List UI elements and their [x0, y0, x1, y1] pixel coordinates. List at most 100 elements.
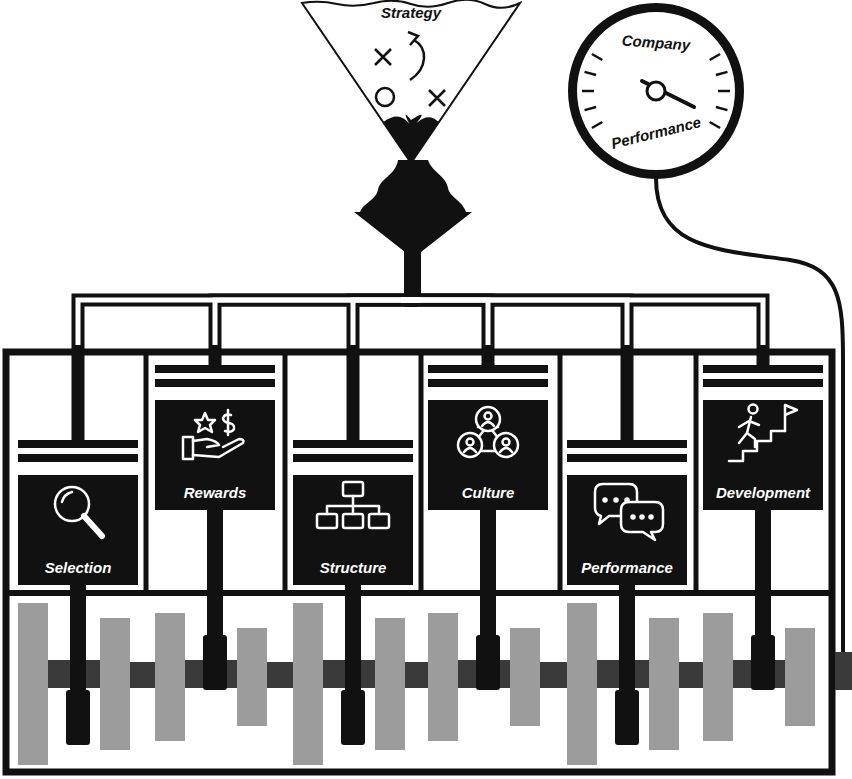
piston-ring	[428, 365, 548, 373]
counterweight	[510, 628, 540, 726]
cylinder-wall	[283, 352, 288, 593]
piston-ring	[18, 440, 138, 448]
counterweight	[18, 603, 48, 765]
cylinder-wall	[694, 352, 699, 593]
intake-pipe	[411, 162, 763, 365]
cylinder-wall	[144, 352, 149, 593]
counterweight	[785, 628, 815, 726]
rod-cap	[203, 635, 227, 690]
gauge-tick	[592, 122, 602, 128]
play-o	[376, 88, 394, 106]
piston-label: Culture	[428, 484, 548, 501]
piston-ring	[567, 454, 687, 462]
piston-ring	[18, 454, 138, 462]
strategy-melt	[383, 115, 438, 163]
gauge-tick	[710, 122, 720, 128]
intake-pipe	[215, 162, 411, 365]
counterweight	[293, 603, 323, 765]
piston-icon	[595, 484, 663, 540]
cylinder-wall	[419, 352, 424, 593]
piston-label: Rewards	[155, 484, 275, 501]
piston-ring	[293, 454, 413, 462]
main-shaft	[540, 662, 567, 688]
gauge-hub	[647, 82, 665, 100]
piston-head: Structure	[293, 440, 413, 585]
engine-block	[6, 352, 832, 772]
piston-icon	[317, 482, 389, 528]
piston-ring	[293, 440, 413, 448]
piston-label: Performance	[567, 559, 687, 576]
cylinder-wall	[558, 352, 563, 593]
intake-pipe	[411, 162, 488, 365]
counterweight	[649, 618, 679, 750]
counterweight	[100, 618, 130, 750]
counterweight	[567, 603, 597, 765]
play-arrowhead	[408, 32, 418, 45]
counterweight	[237, 628, 267, 726]
output-shaft	[835, 652, 852, 690]
main-shaft	[267, 662, 293, 688]
gauge-tick	[585, 72, 597, 75]
gauge-tick	[710, 54, 720, 60]
piston-body	[703, 400, 823, 510]
piston-body	[18, 475, 138, 585]
piston-head: Development	[703, 365, 823, 510]
gauge-tick	[585, 107, 597, 110]
pipe-bore	[401, 300, 627, 345]
piston-head: Performance	[567, 440, 687, 585]
piston-ring	[428, 379, 548, 387]
piston-body	[293, 475, 413, 585]
pipe-bore	[401, 300, 488, 345]
piston-ring	[155, 365, 275, 373]
piston-body	[155, 400, 275, 510]
play-x	[429, 90, 445, 106]
gauge-label: Company	[577, 29, 736, 57]
strategy-playbook: Strategy	[300, 0, 522, 165]
piston-ring	[155, 379, 275, 387]
play-arrow	[410, 40, 424, 80]
piston-icon	[183, 410, 244, 459]
pipe-bore	[215, 300, 421, 345]
play-x	[375, 49, 391, 65]
gauge-label: Performance	[577, 105, 734, 160]
performance-gauge: CompanyPerformance	[568, 3, 744, 179]
counterweight	[703, 613, 733, 741]
rod-cap	[615, 690, 639, 745]
counterweight	[155, 613, 185, 741]
gauge-tick	[716, 72, 728, 75]
piston-ring	[703, 365, 823, 373]
rod-cap	[341, 690, 365, 745]
counterweight	[428, 613, 458, 741]
gauge-tick	[718, 90, 730, 93]
piston-head: Rewards	[155, 365, 275, 510]
piston-body	[567, 475, 687, 585]
piston-ring	[703, 379, 823, 387]
piston-body	[428, 400, 548, 510]
piston-icon	[458, 407, 518, 457]
rod-cap	[66, 690, 90, 745]
rod-cap	[751, 635, 775, 690]
main-shaft	[679, 662, 703, 688]
gauge-tick	[592, 54, 602, 60]
piston-label: Selection	[18, 559, 138, 576]
gauge-tick	[716, 107, 728, 110]
strategy-title: Strategy	[300, 4, 522, 21]
piston-ring	[567, 440, 687, 448]
piston-icon	[729, 405, 797, 462]
piston-head: Culture	[428, 365, 548, 510]
rod-cap	[476, 635, 500, 690]
counterweight	[375, 618, 405, 750]
pipe-bore	[353, 300, 421, 345]
node-outline	[300, 0, 522, 165]
pipe-bore	[78, 300, 421, 345]
piston-icon	[55, 487, 102, 536]
main-shaft	[130, 662, 155, 688]
piston-head: Selection	[18, 440, 138, 585]
piston-label: Structure	[293, 559, 413, 576]
piston-label: Development	[703, 484, 823, 501]
gauge-needle	[642, 81, 694, 107]
pipe-bore	[401, 300, 763, 345]
main-shaft	[405, 662, 428, 688]
gauge-tick	[582, 90, 594, 93]
